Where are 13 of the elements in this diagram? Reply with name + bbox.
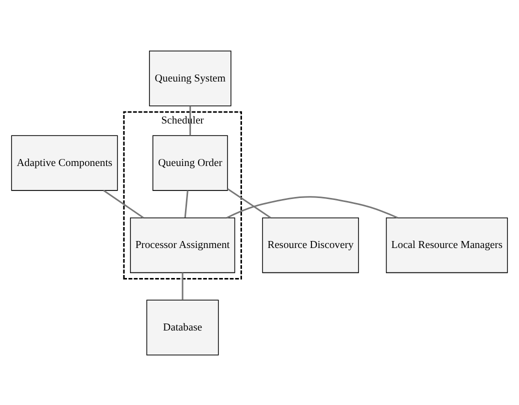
connector [182,272,184,300]
connector [226,196,398,218]
connector [189,105,191,136]
node-box: Queuing System [149,50,232,106]
node-box: Resource Discovery [262,216,359,273]
node-box: Queuing Order [152,134,228,190]
node-box: Database [146,299,219,355]
node-box: Processor Assignment [130,216,236,273]
connector [184,190,188,218]
node-box: Local Resource Managers [386,216,508,273]
connector [103,189,144,218]
connector [227,188,272,218]
node-box: Adaptive Components [11,134,118,190]
